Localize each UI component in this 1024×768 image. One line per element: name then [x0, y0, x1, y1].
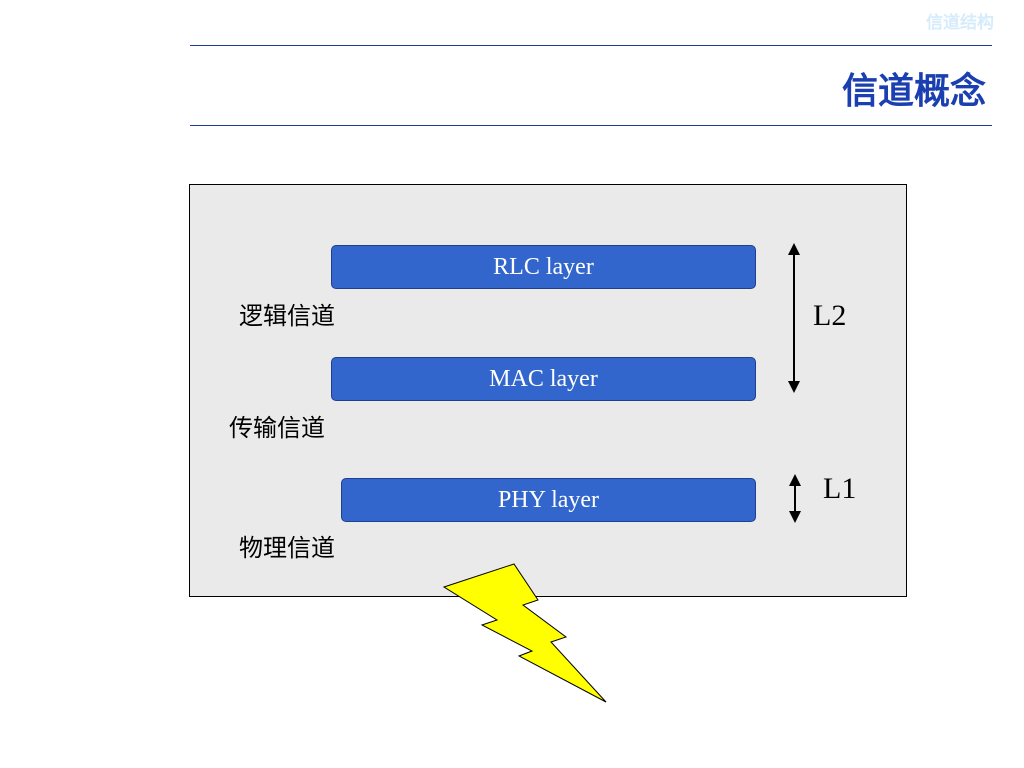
- section-tag: 信道结构: [926, 13, 994, 33]
- l1-level-label: L1: [823, 472, 857, 505]
- phy-layer-label: PHY layer: [497, 486, 600, 513]
- header-rule-bottom: [190, 125, 992, 126]
- physical-channel-label: 物理信道: [239, 534, 335, 562]
- rlc-layer-label: RLC layer: [493, 253, 594, 280]
- lightning-bolt-icon: [442, 563, 607, 703]
- header-rule-top: [190, 45, 992, 46]
- mac-layer-label: MAC layer: [489, 365, 598, 392]
- logical-channel-label: 逻辑信道: [239, 302, 335, 330]
- phy-layer-box: PHY layer: [341, 478, 756, 522]
- mac-layer-box: MAC layer: [331, 357, 756, 401]
- page-title: 信道概念: [841, 71, 986, 112]
- l2-level-label: L2: [813, 299, 847, 332]
- transport-channel-label: 传输信道: [229, 414, 325, 442]
- rlc-layer-box: RLC layer: [331, 245, 756, 289]
